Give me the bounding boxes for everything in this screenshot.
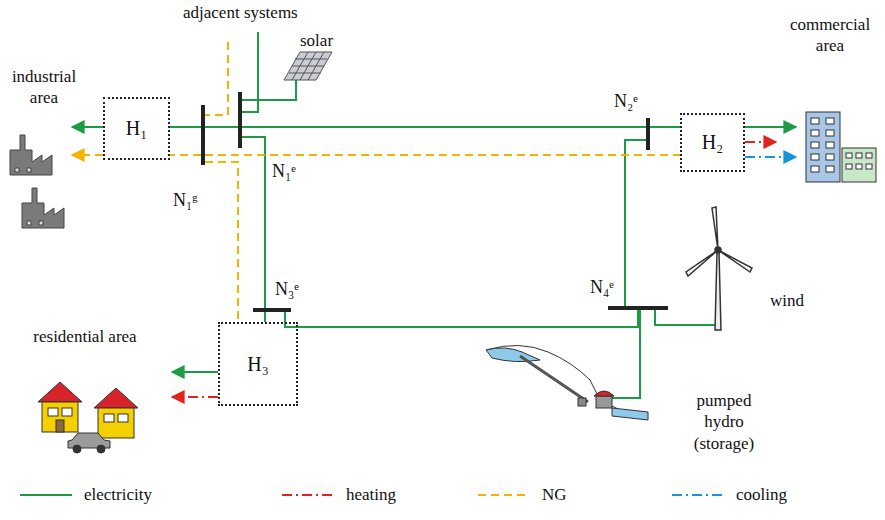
hub-box: H₁ <box>103 97 170 160</box>
area-label: pumped hydro (storage) <box>680 390 768 454</box>
bus-bar: N₁ᵍ <box>201 105 205 165</box>
factory-icon <box>10 135 64 228</box>
bus-name: N₃ᵉ <box>275 280 299 298</box>
hub-box: H₃ <box>218 322 298 406</box>
wind-turbine <box>686 207 752 330</box>
legend-text: NG <box>542 484 567 505</box>
gas-pipe <box>170 154 201 156</box>
building-icon <box>806 112 876 182</box>
gas-pipe <box>205 154 680 156</box>
area-label: solar <box>300 30 350 51</box>
area-label: commercial area <box>782 14 878 57</box>
supply-arrows <box>72 127 796 397</box>
bus-name: N₂ᵉ <box>614 92 638 110</box>
bus-bar: N₄ᵉ <box>608 306 668 310</box>
power-line <box>285 310 638 327</box>
hub-name: H₂ <box>702 131 723 154</box>
power-line <box>650 126 680 128</box>
bus-name: N₁ᵉ <box>272 162 296 180</box>
bus-name: N₁ᵍ <box>173 191 198 209</box>
bus-bar: N₃ᵉ <box>253 308 291 312</box>
power-line <box>242 126 646 128</box>
hub-box: H₂ <box>680 113 745 172</box>
power-line <box>264 312 266 322</box>
solar-panel <box>284 52 332 80</box>
hub-name: H₃ <box>247 353 268 376</box>
pumped-hydro-illustration <box>486 345 648 420</box>
bus-bar: N₂ᵉ <box>646 118 650 150</box>
area-label: residential area <box>30 326 140 347</box>
gas-pipe <box>205 162 238 322</box>
area-label: industrial area <box>4 66 84 109</box>
power-line <box>242 137 265 308</box>
legend-text: heating <box>346 484 396 505</box>
hub-name: H₁ <box>126 117 147 140</box>
house-icon <box>38 382 138 453</box>
legend-text: electricity <box>84 484 152 505</box>
power-line <box>625 140 646 306</box>
feeder-lines <box>205 32 718 398</box>
area-label: wind <box>770 290 830 311</box>
legend-text: cooling <box>736 484 787 505</box>
area-label: adjacent systems <box>183 2 333 23</box>
bus-bar: N₁ᵉ <box>238 92 242 148</box>
bus-name: N₄ᵉ <box>590 278 614 296</box>
